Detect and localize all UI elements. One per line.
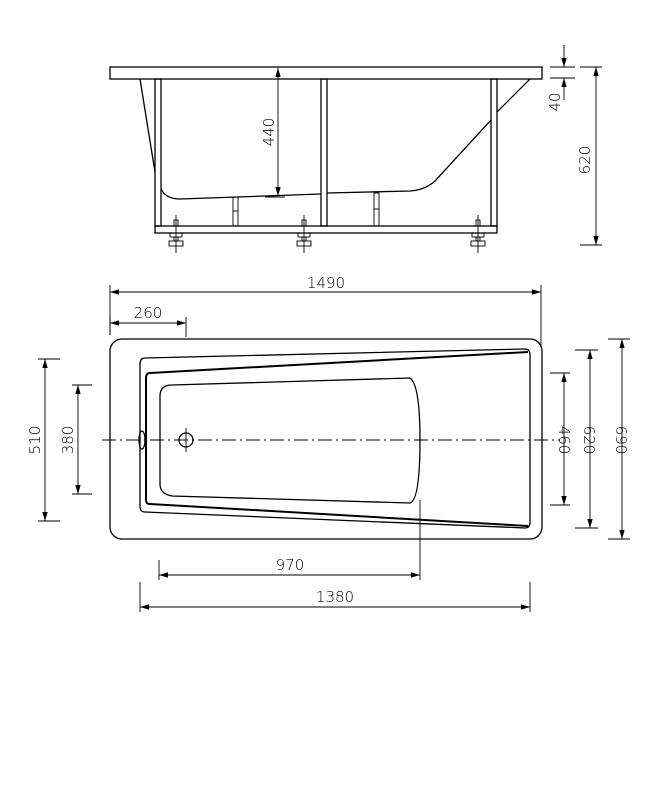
dimension-bottom-width-left: 380	[59, 384, 92, 495]
adjustable-foot-left	[168, 215, 184, 253]
dim-label-460: 460	[555, 426, 573, 455]
side-view: 440 40 620	[109, 45, 602, 253]
left-outer-wall	[139, 78, 156, 173]
dim-label-1380: 1380	[316, 588, 354, 606]
dim-label-440: 440	[260, 118, 278, 147]
basin-support-1	[232, 196, 239, 227]
dim-label-260: 260	[134, 304, 163, 322]
dimension-inner-length: 1380	[139, 582, 531, 612]
dimension-drain-offset: 260	[109, 304, 187, 337]
outer-rim	[109, 338, 543, 540]
inner-tub-lip	[145, 351, 529, 527]
right-outer-wall	[496, 78, 531, 113]
dimension-inner-width-left: 510	[26, 358, 60, 522]
dimension-overall-width: 690	[608, 338, 630, 540]
dim-label-380: 380	[59, 426, 77, 455]
basin-support-2	[373, 192, 380, 227]
tub-basin-right	[326, 119, 492, 194]
dimension-bottom-length: 970	[158, 500, 421, 580]
dim-label-620-side: 620	[576, 146, 594, 175]
adjustable-foot-right	[470, 215, 486, 253]
dimension-inner-width-right: 620	[575, 349, 598, 529]
dimension-total-height: 620	[576, 66, 602, 246]
dimension-inner-depth: 440	[260, 68, 285, 198]
frame-post-middle	[320, 78, 328, 227]
inner-tub-edge	[139, 348, 531, 529]
dim-label-620-top: 620	[580, 426, 598, 455]
dim-label-40: 40	[546, 92, 564, 111]
tub-basin-left	[160, 188, 322, 200]
dim-label-690: 690	[612, 426, 630, 455]
dimension-bottom-width-right: 460	[550, 372, 573, 506]
adjustable-foot-middle	[296, 215, 312, 253]
dimension-overall-length: 1490	[109, 274, 542, 345]
dimension-rim-thickness: 40	[546, 45, 575, 112]
frame-post-right	[490, 78, 498, 227]
frame-post-left	[154, 78, 162, 227]
top-view: 1490 260 510 380 460	[26, 274, 630, 612]
dim-label-970: 970	[276, 556, 305, 574]
tub-floor	[159, 377, 421, 504]
tub-rim	[109, 66, 543, 80]
base-frame	[154, 225, 498, 234]
dim-label-510: 510	[26, 426, 44, 455]
dim-label-1490: 1490	[307, 274, 345, 292]
